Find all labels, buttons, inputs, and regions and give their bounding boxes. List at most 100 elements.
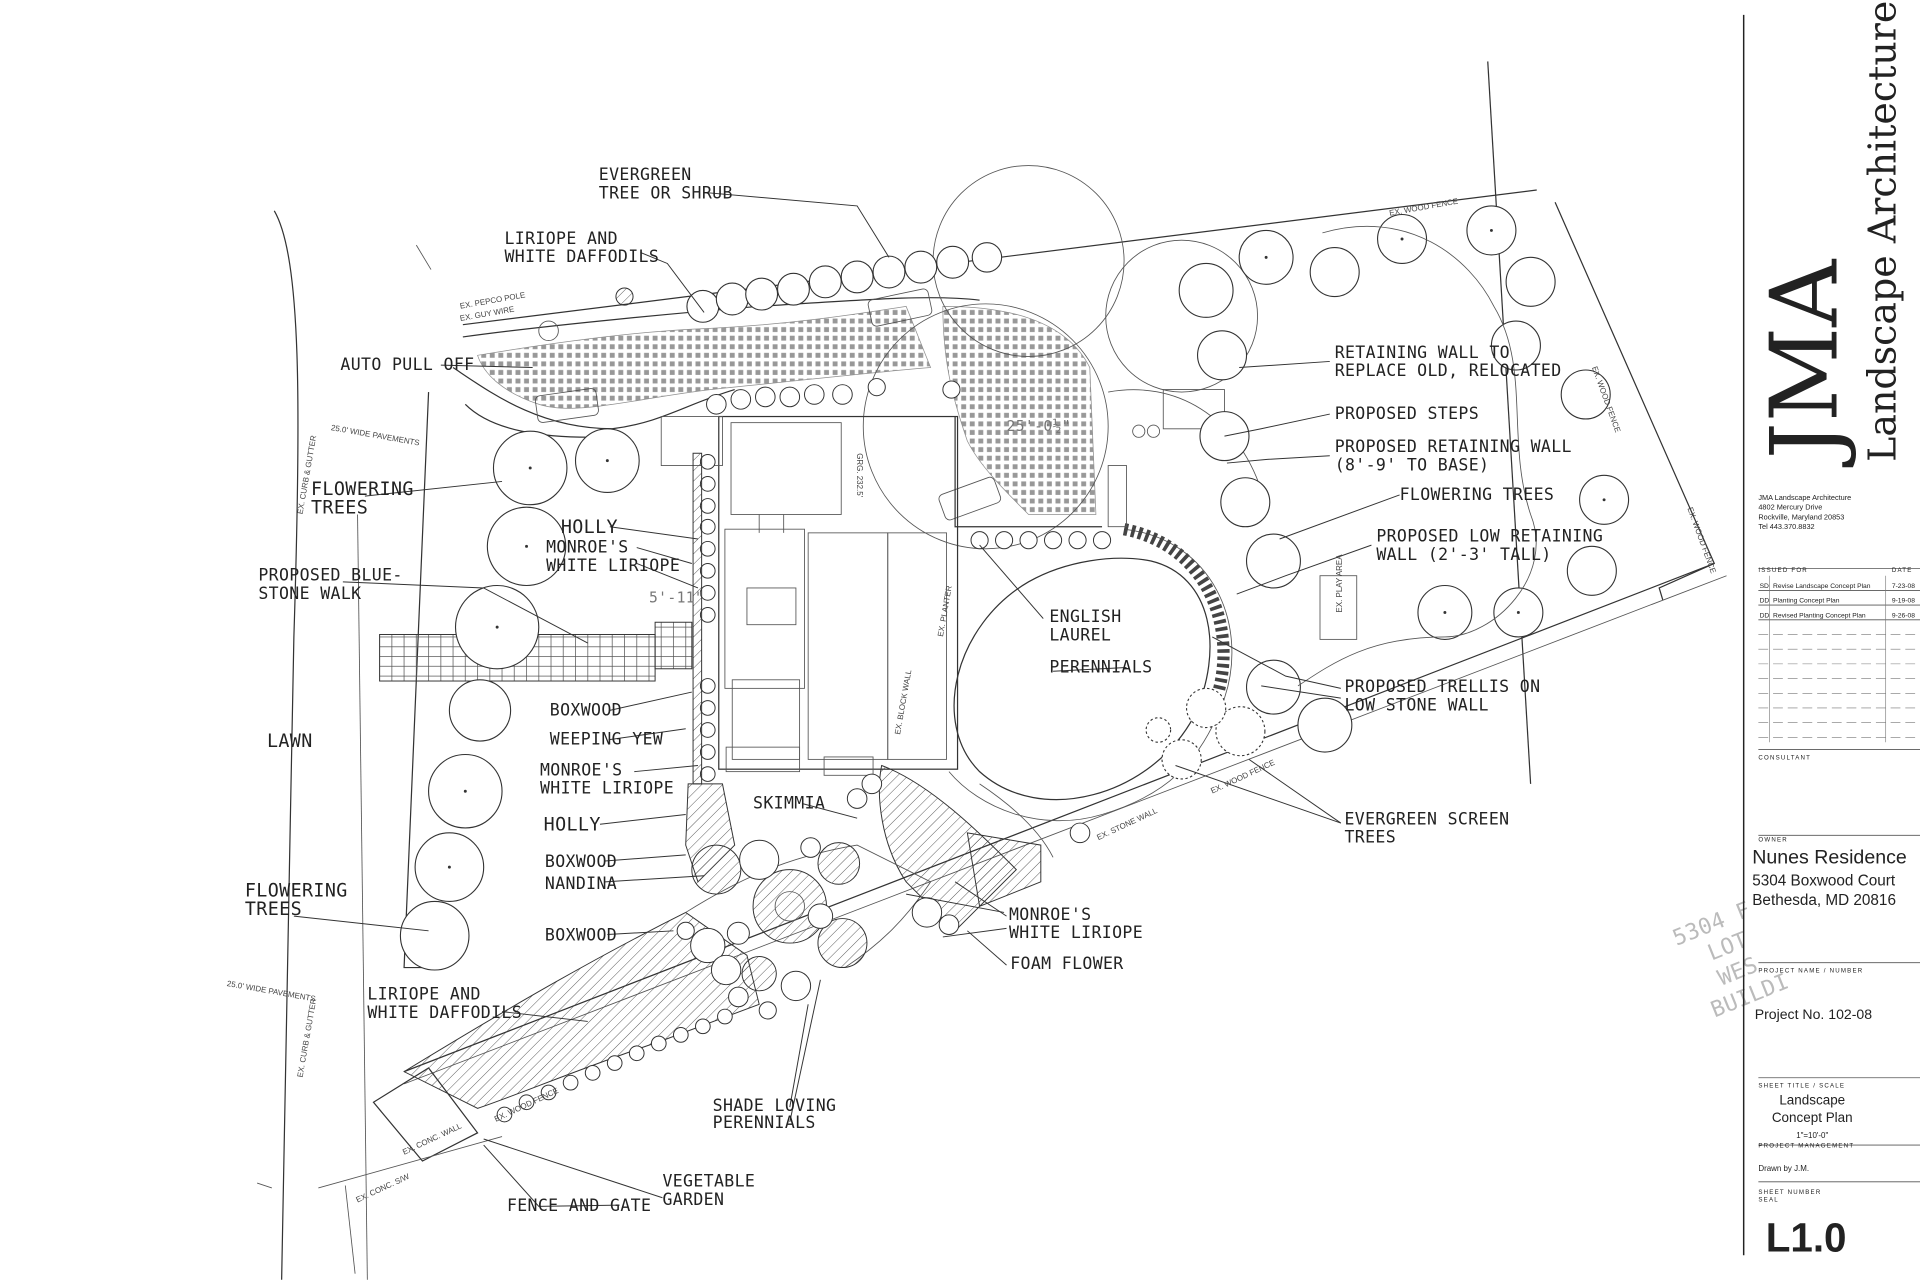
- label-proposed-retaining-wall: (8'-9' TO BASE): [1335, 455, 1490, 474]
- svg-text:EX. WOOD FENCE: EX. WOOD FENCE: [1389, 197, 1459, 218]
- label-low-retaining-wall: PROPOSED LOW RETAINING: [1376, 526, 1603, 545]
- project-management-label: PROJECT MANAGEMENT: [1758, 1143, 1854, 1150]
- svg-text:EX. PLANTER: EX. PLANTER: [936, 585, 954, 638]
- label-lawn: LAWN: [267, 731, 313, 752]
- dimension-label: 25'-0½": [1007, 418, 1071, 435]
- firm-tagline: Landscape Architecture: [1861, 1, 1905, 462]
- firm-address: 4802 Mercury Drive: [1758, 503, 1822, 512]
- label-low-retaining-wall: WALL (2'-3' TALL): [1376, 545, 1551, 564]
- project-name-label: PROJECT NAME / NUMBER: [1758, 967, 1863, 974]
- tree-center-marks: [447, 228, 1606, 869]
- label-english-laurel: LAUREL: [1049, 626, 1111, 645]
- label-liriope-top: LIRIOPE AND: [504, 229, 617, 248]
- svg-text:EX. BLOCK WALL: EX. BLOCK WALL: [893, 669, 913, 736]
- issue-code: SD: [1760, 583, 1769, 590]
- owner-label: OWNER: [1758, 836, 1788, 843]
- drawn-by: Drawn by J.M.: [1758, 1164, 1809, 1173]
- label-retaining-wall: REPLACE OLD, RELOCATED: [1335, 361, 1562, 380]
- owner-address: Bethesda, MD 20816: [1752, 892, 1896, 909]
- evergreen-row-top: [615, 242, 1003, 323]
- scale: 1"=10'-0": [1796, 1131, 1828, 1140]
- label-monroe-liriope: MONROE'S: [546, 537, 629, 556]
- firm-logo: JMA: [1751, 258, 1859, 468]
- firm-name: JMA Landscape Architecture: [1758, 493, 1851, 502]
- consultant-label: CONSULTANT: [1758, 754, 1811, 761]
- flowering-trees-right: [1178, 205, 1630, 753]
- label-monroe-liriope: WHITE LIRIOPE: [1009, 923, 1143, 942]
- issue-code: DD: [1760, 612, 1770, 619]
- label-flowering-trees: TREES: [311, 497, 368, 518]
- issue-date: 7-23-08: [1892, 583, 1915, 590]
- svg-text:EX. CONC. WALL: EX. CONC. WALL: [401, 1121, 463, 1156]
- label-flowering-trees: FLOWERING TREES: [1400, 485, 1555, 504]
- shrub-row-front: [706, 378, 1112, 550]
- label-bluestone-walk: PROPOSED BLUE-: [258, 566, 402, 585]
- label-fence-gate: FENCE AND GATE: [507, 1196, 651, 1215]
- label-weeping-yew: WEEPING YEW: [550, 730, 663, 749]
- svg-text:EX. PLAY AREA: EX. PLAY AREA: [1335, 554, 1344, 613]
- label-boxwood: BOXWOOD: [545, 852, 617, 871]
- project-number: Project No. 102-08: [1755, 1006, 1873, 1022]
- issue-desc: Planting Concept Plan: [1773, 598, 1840, 605]
- label-foam-flower: FOAM FLOWER: [1010, 954, 1123, 973]
- label-monroe-liriope: WHITE LIRIOPE: [540, 779, 674, 798]
- leader-lines: [293, 191, 1400, 1207]
- svg-text:25.0' WIDE PAVEMENTS: 25.0' WIDE PAVEMENTS: [330, 423, 420, 447]
- label-trellis: LOW STONE WALL: [1344, 695, 1488, 714]
- title-block: JMA Landscape Architecture JMA Landscape…: [1742, 1, 1920, 1261]
- label-holly: HOLLY: [561, 517, 618, 538]
- label-evergreen-screen: EVERGREEN SCREEN: [1344, 809, 1509, 828]
- svg-text:25.0' WIDE PAVEMENTS: 25.0' WIDE PAVEMENTS: [226, 979, 316, 1003]
- label-evergreen-screen: TREES: [1344, 828, 1396, 847]
- svg-text:GRG. 232.5': GRG. 232.5': [855, 453, 864, 497]
- label-nandina: NANDINA: [545, 874, 617, 893]
- sheet-title: Landscape: [1779, 1093, 1845, 1108]
- label-flowering-trees: FLOWERING: [245, 881, 348, 902]
- seal-label: SEAL: [1758, 1196, 1779, 1203]
- label-holly: HOLLY: [544, 814, 601, 835]
- sheet-number: L1.0: [1766, 1215, 1847, 1261]
- sheet-title-label: SHEET TITLE / SCALE: [1758, 1083, 1845, 1090]
- issued-for-label: ISSUED FOR: [1758, 567, 1808, 574]
- label-shade-perennials: PERENNIALS: [713, 1113, 816, 1132]
- svg-text:EX. CURB & GUTTER: EX. CURB & GUTTER: [296, 998, 319, 1078]
- date-label: DATE: [1892, 567, 1913, 574]
- svg-text:EX. STONE WALL: EX. STONE WALL: [1095, 806, 1159, 842]
- label-flowering-trees: FLOWERING: [311, 479, 414, 500]
- label-auto-pull-off: AUTO PULL OFF: [340, 355, 474, 374]
- shrubs-along-house: [685, 452, 736, 883]
- house-footprint: [718, 415, 1103, 776]
- label-liriope-top: WHITE DAFFODILS: [504, 247, 659, 266]
- label-proposed-retaining-wall: PROPOSED RETAINING WALL: [1335, 437, 1572, 456]
- issue-desc: Revised Planting Concept Plan: [1773, 612, 1866, 619]
- proposed-steps: [1107, 389, 1225, 528]
- dimension-label: 5'-11": [649, 590, 704, 607]
- sheet-title: Concept Plan: [1772, 1110, 1853, 1125]
- label-evergreen: TREE OR SHRUB: [599, 184, 733, 203]
- garden-bed-lower: [403, 764, 1042, 1109]
- label-trellis: PROPOSED TRELLIS ON: [1344, 677, 1540, 696]
- svg-text:EX. WOOD FENCE: EX. WOOD FENCE: [1209, 758, 1276, 796]
- label-vegetable-garden: VEGETABLE: [662, 1172, 755, 1191]
- issue-table: SD Revise Landscape Concept Plan 7-23-08…: [1758, 575, 1920, 743]
- owner-address: 5304 Boxwood Court: [1752, 873, 1896, 890]
- owner-name: Nunes Residence: [1752, 846, 1907, 868]
- label-perennials: PERENNIALS: [1049, 657, 1152, 676]
- label-english-laurel: ENGLISH: [1049, 607, 1121, 626]
- label-shade-perennials: SHADE LOVING: [713, 1096, 837, 1115]
- issue-code: DD: [1760, 598, 1770, 605]
- issue-date: 9-26-08: [1892, 612, 1915, 619]
- firm-address: Rockville, Maryland 20853: [1758, 512, 1844, 521]
- label-monroe-liriope: MONROE'S: [1009, 905, 1092, 924]
- label-skimmia: SKIMMIA: [753, 793, 825, 812]
- label-vegetable-garden: GARDEN: [662, 1190, 724, 1209]
- evergreen-screen-trees: [1069, 687, 1266, 844]
- lower-shrub-cluster: [676, 773, 960, 1020]
- label-liriope-bottom: WHITE DAFFODILS: [367, 1003, 522, 1022]
- issue-date: 9-19-08: [1892, 598, 1915, 605]
- label-liriope-bottom: LIRIOPE AND: [367, 984, 480, 1003]
- issue-desc: Revise Landscape Concept Plan: [1773, 583, 1871, 590]
- label-monroe-liriope: WHITE LIRIOPE: [546, 556, 680, 575]
- label-monroe-liriope: MONROE'S: [540, 760, 623, 779]
